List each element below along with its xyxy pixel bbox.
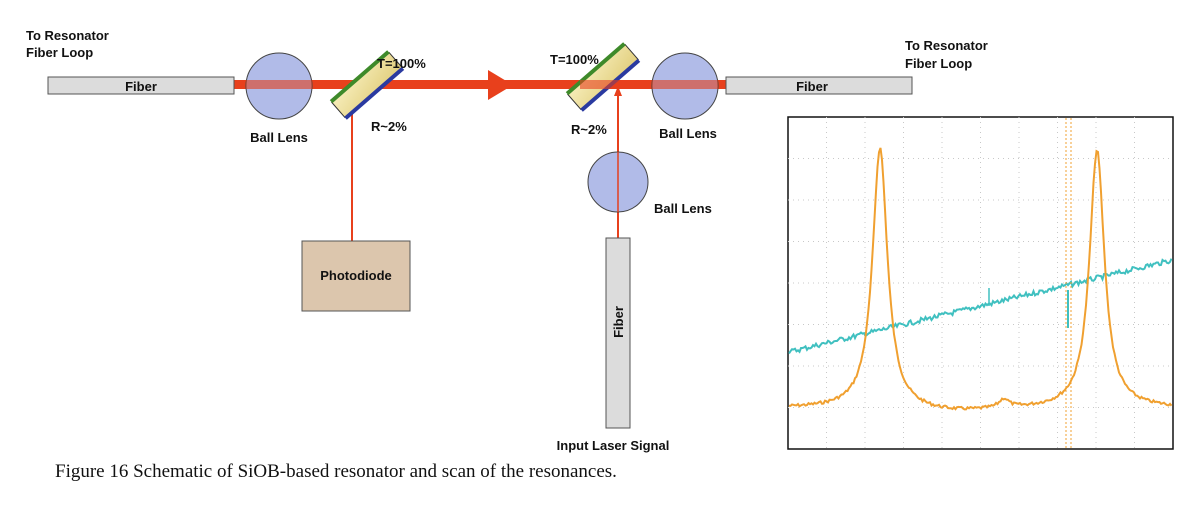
left-ball-lens-label: Ball Lens — [250, 130, 308, 145]
right-resonator-label-line2: Fiber Loop — [905, 56, 972, 71]
input-signal-label: Input Laser Signal — [557, 438, 670, 453]
right-ball-lens-label: Ball Lens — [659, 126, 717, 141]
left-resonator-label-line2: Fiber Loop — [26, 45, 93, 60]
right-fiber — [725, 76, 913, 95]
left-mirror-t-label: T=100% — [377, 56, 426, 71]
left-resonator-label-line1: To Resonator — [26, 28, 109, 43]
beam-arrow-icon — [488, 70, 513, 100]
resonance-trace — [788, 147, 1173, 411]
left-mirror — [329, 50, 405, 120]
photodiode — [301, 240, 411, 312]
lower-ball-lens-label: Ball Lens — [654, 201, 712, 216]
right-fiber-label: Fiber — [796, 79, 828, 94]
right-mirror-r-label: R~2% — [571, 122, 607, 137]
right-mirror-t-label: T=100% — [550, 52, 599, 67]
left-mirror-r-label: R~2% — [371, 119, 407, 134]
oscilloscope-scan — [787, 116, 1174, 450]
ramp-trace — [788, 258, 1173, 355]
left-fiber-label: Fiber — [125, 79, 157, 94]
vertical-fiber-label: Fiber — [611, 306, 626, 338]
vertical-fiber — [605, 237, 631, 429]
figure-canvas: Fiber Ball Lens T=100% R~2% To Resonator… — [26, 28, 1174, 453]
figure-caption: Figure 16 Schematic of SiOB-based resona… — [55, 461, 617, 482]
photodiode-label: Photodiode — [320, 268, 392, 283]
input-arrow-icon — [614, 86, 622, 96]
main-beam — [230, 80, 728, 89]
scope-grid — [788, 117, 1173, 449]
left-fiber — [47, 76, 235, 95]
right-resonator-label-line1: To Resonator — [905, 38, 988, 53]
